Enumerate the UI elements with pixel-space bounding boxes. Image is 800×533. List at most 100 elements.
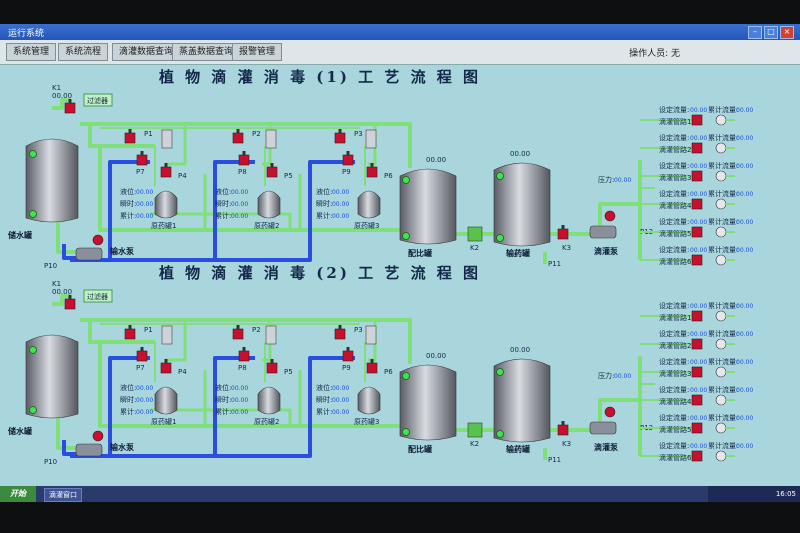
valve-stem-icon (164, 359, 168, 363)
menu-cover-data-query[interactable]: 蒸盖数据查询 (172, 43, 241, 61)
valve-p8[interactable] (238, 347, 250, 362)
water-pump-icon[interactable] (75, 247, 103, 261)
menu-drip-data-query[interactable]: 滴灌数据查询 (112, 43, 181, 61)
drip-pump-icon[interactable] (589, 225, 617, 239)
branch-valve-icon[interactable] (691, 366, 703, 378)
process-pipe (165, 124, 187, 166)
water-pump-icon[interactable] (75, 443, 103, 457)
start-button[interactable]: 开始 (0, 486, 36, 502)
valve-stem-icon (338, 325, 342, 329)
pipe-label: 滴灌管路4 (659, 201, 692, 210)
valve-p7[interactable] (136, 151, 148, 166)
valve-p1[interactable] (124, 325, 136, 340)
set-flow-value: 00.00 (690, 359, 707, 366)
valve-p3[interactable] (334, 325, 346, 340)
indicator-light-icon (402, 372, 410, 380)
valve-p9[interactable] (342, 347, 354, 362)
filter-label: 过滤器 (87, 96, 108, 105)
branch-valve-icon[interactable] (691, 114, 703, 126)
valve-p6[interactable] (366, 163, 378, 178)
valve-p4[interactable] (160, 163, 172, 178)
valve-icon (557, 424, 569, 436)
p10-label: P10 (44, 458, 57, 466)
valve-p5[interactable] (266, 359, 278, 374)
water-tank-label: 储水罐 (7, 426, 32, 436)
drip-pump-icon[interactable] (589, 421, 617, 435)
valve-icon (136, 154, 148, 166)
valve-icon (232, 328, 244, 340)
flow-value: 00.00 (231, 201, 248, 208)
maximize-icon[interactable]: □ (764, 26, 778, 39)
valve-stem-icon (242, 151, 246, 155)
valve-k1[interactable] (64, 295, 76, 310)
p5-label: P5 (284, 368, 293, 376)
valve-p2[interactable] (232, 129, 244, 144)
valve-icon (64, 298, 76, 310)
branch-valve-icon[interactable] (691, 338, 703, 350)
taskbar-item-drip-window[interactable]: 滴灌窗口 (44, 488, 82, 502)
minimize-icon[interactable]: – (748, 26, 762, 39)
drug-tank-label: 原药罐1 (151, 221, 176, 230)
filter-badge[interactable] (83, 289, 113, 303)
filter-badge[interactable] (83, 93, 113, 107)
valve-p1[interactable] (124, 129, 136, 144)
dosing-pump-icon (161, 325, 173, 345)
k3-label: K3 (562, 440, 571, 448)
branch-valve-icon[interactable] (691, 170, 703, 182)
menu-system-manage[interactable]: 系统管理 (6, 43, 57, 61)
branch-valve-icon[interactable] (691, 226, 703, 238)
valve-p6[interactable] (366, 359, 378, 374)
valve-stem-icon (338, 129, 342, 133)
flow-meter-icon (715, 450, 727, 462)
process-pipe (88, 124, 155, 148)
menu-alarm-manage[interactable]: 报警管理 (232, 43, 283, 61)
valve-p8[interactable] (238, 151, 250, 166)
branch-valve-icon[interactable] (691, 142, 703, 154)
flow-label: 瞬时: (120, 395, 136, 404)
total-label: 累计: (316, 407, 332, 416)
valve-p3[interactable] (334, 129, 346, 144)
acc-flow-value: 00.00 (736, 191, 753, 198)
k2-label: K2 (470, 440, 479, 448)
valve-p7[interactable] (136, 347, 148, 362)
close-icon[interactable]: × (780, 26, 794, 39)
acc-flow-label: 累计流量: (708, 161, 738, 170)
flow-value: 00.00 (332, 397, 349, 404)
system-tray: 16:05 (708, 486, 800, 502)
valve-p2[interactable] (232, 325, 244, 340)
flow-label: 瞬时: (316, 199, 332, 208)
k3-label: K3 (562, 244, 571, 252)
valve-k1[interactable] (64, 99, 76, 114)
valve-stem-icon (346, 347, 350, 351)
valve-p4[interactable] (160, 359, 172, 374)
valve-p9[interactable] (342, 151, 354, 166)
set-flow-value: 00.00 (690, 331, 707, 338)
total-value: 00.00 (332, 409, 349, 416)
valve-k3[interactable] (557, 225, 569, 240)
valve-icon (124, 328, 136, 340)
set-flow-label: 设定流量: (659, 189, 689, 198)
p9-label: P9 (342, 168, 351, 176)
drug-tank-label: 原药罐1 (151, 417, 176, 426)
branch-valve-icon[interactable] (691, 254, 703, 266)
drug-tank-label: 原药罐3 (354, 221, 379, 230)
menu-system-flow[interactable]: 系统流程 (58, 43, 109, 61)
filter-k2-icon (467, 226, 483, 242)
branch-valve-icon[interactable] (691, 450, 703, 462)
p5-label: P5 (284, 172, 293, 180)
pipe-label: 滴灌管路2 (659, 341, 691, 350)
valve-k3[interactable] (557, 421, 569, 436)
pipe-label: 滴灌管路6 (659, 453, 692, 462)
set-flow-label: 设定流量: (659, 217, 689, 226)
total-value: 00.00 (136, 213, 153, 220)
flow-label: 瞬时: (215, 395, 231, 404)
branch-valve-icon[interactable] (691, 310, 703, 322)
valve-p5[interactable] (266, 163, 278, 178)
branch-valve-icon[interactable] (691, 394, 703, 406)
branch-valve-icon[interactable] (691, 422, 703, 434)
level-label: 液位: (215, 187, 231, 196)
pump-alarm-light-icon (604, 406, 616, 418)
branch-valve-icon[interactable] (691, 198, 703, 210)
window-titlebar: 运行系统 – □ × (0, 24, 800, 40)
chem-tank-value: 00.00 (510, 150, 530, 158)
